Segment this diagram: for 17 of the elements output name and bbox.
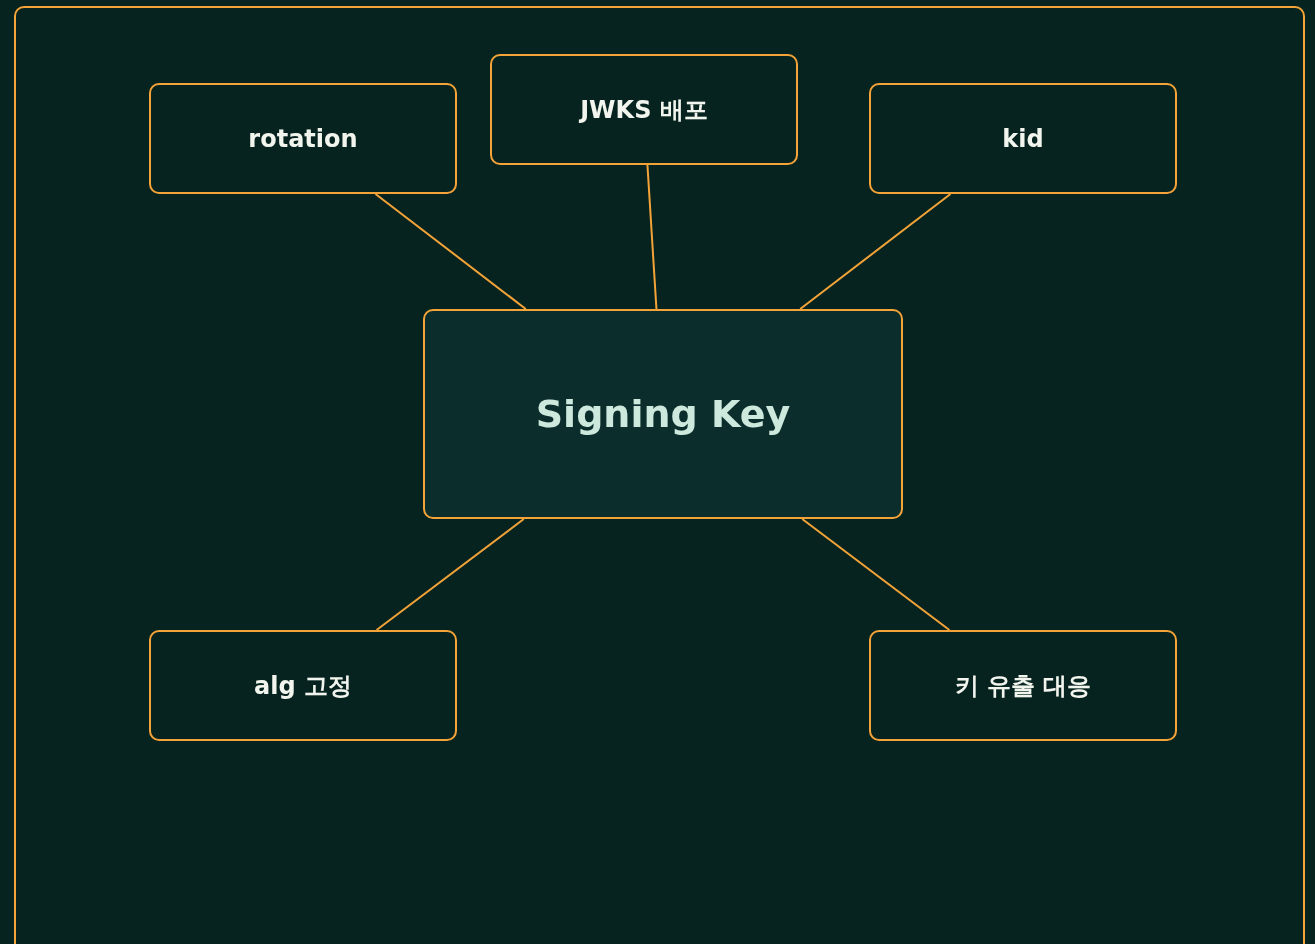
- node-label: Signing Key: [534, 392, 792, 436]
- topic-box: [149, 83, 457, 194]
- central-box: [423, 309, 903, 519]
- connector-line: [375, 518, 525, 631]
- node-label: 키 유출 대응: [953, 670, 1093, 702]
- connector-line: [646, 164, 658, 310]
- connector-line: [799, 193, 952, 310]
- topic-box: [490, 54, 798, 165]
- topic-box: [869, 630, 1177, 741]
- connector-line: [801, 518, 951, 631]
- connector-line: [374, 193, 527, 310]
- topic-box: [869, 83, 1177, 194]
- node-label: JWKS 배포: [578, 94, 709, 126]
- node-label: alg 고정: [253, 670, 353, 702]
- node-label: kid: [1001, 124, 1045, 153]
- topic-box: [149, 630, 457, 741]
- node-label: rotation: [247, 124, 359, 153]
